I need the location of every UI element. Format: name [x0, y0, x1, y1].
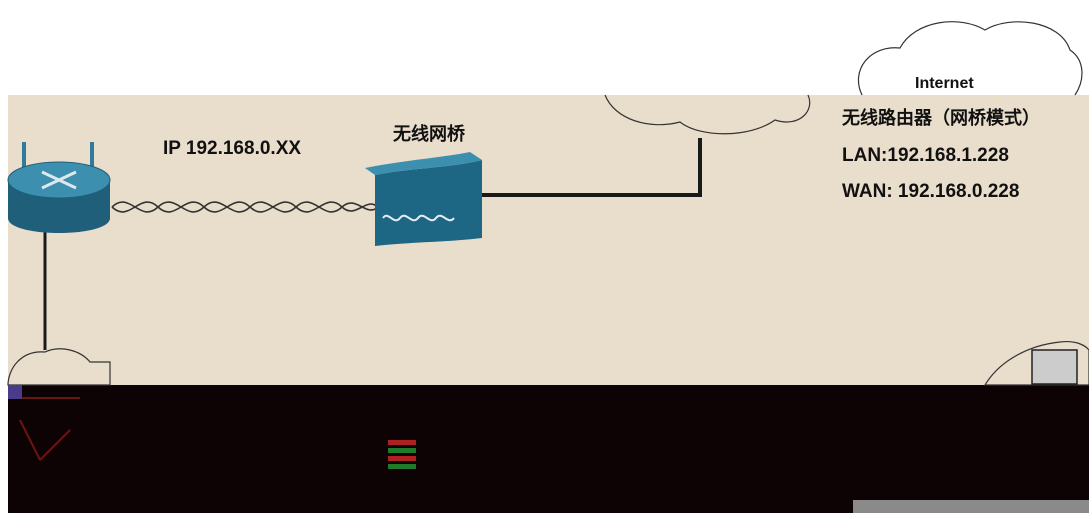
wan-address-label: WAN: 192.168.0.228 [842, 181, 1020, 202]
router-mode-label: 无线路由器（网桥模式） [842, 108, 1040, 128]
bottom-dark-band [8, 385, 1089, 513]
internet-label: Internet [915, 75, 974, 92]
bottom-right-device-icon [983, 340, 1089, 386]
lan-address-label: LAN:192.168.1.228 [842, 145, 1009, 166]
wireless-bridge-label: 无线网桥 [393, 124, 465, 144]
bridge-to-cloud-line [482, 138, 702, 197]
wireless-link-icon [111, 201, 379, 213]
bottom-left-cloud-icon [7, 348, 111, 386]
bottom-left-lines [8, 385, 80, 461]
bottom-gray-strip [853, 500, 1089, 513]
middle-cloud-icon [604, 94, 811, 135]
router-icon [7, 142, 111, 233]
wireless-bridge-icon [365, 152, 482, 246]
red-green-bars-icon [388, 440, 416, 469]
internet-cloud-icon [857, 21, 1083, 96]
client-ip-label: IP 192.168.0.XX [163, 138, 302, 159]
diagram-background [8, 95, 1089, 385]
